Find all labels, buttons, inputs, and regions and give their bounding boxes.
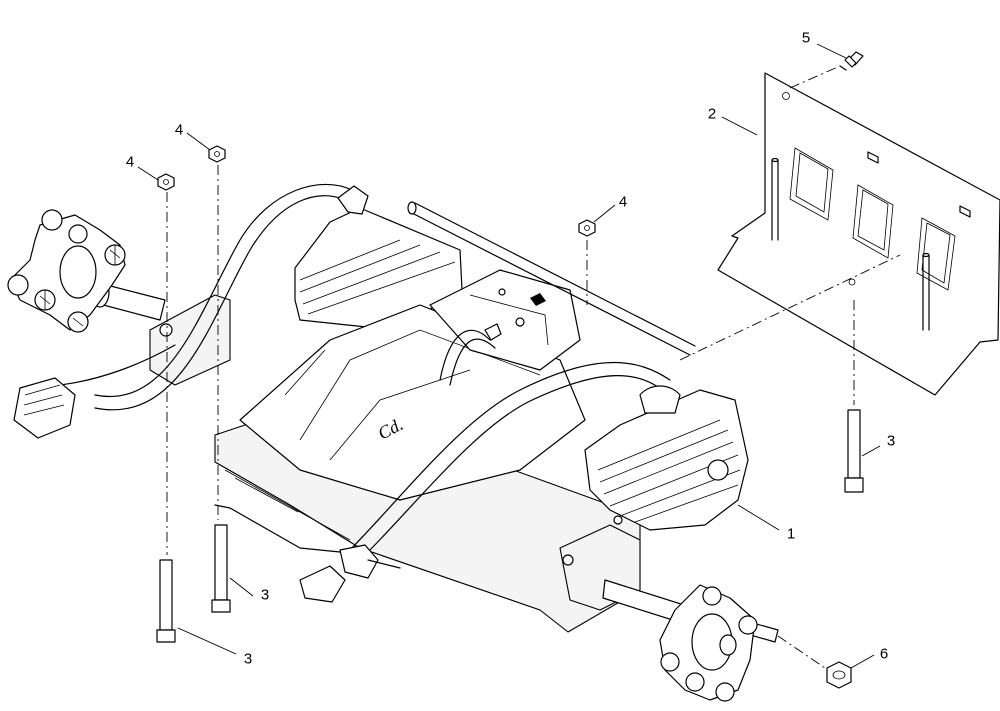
mounting-plate-part-2 [717, 72, 1000, 396]
callout-5: 5 [801, 29, 811, 47]
callout-2: 2 [707, 105, 717, 123]
nut-part-4-b [208, 145, 226, 163]
hydraulic-hoses [94, 183, 681, 566]
callout-4-left: 4 [125, 153, 135, 171]
transaxle-assembly-part-1: Cd. [149, 201, 749, 633]
bolt-part-3-right [844, 409, 864, 493]
callout-4-right: 4 [618, 193, 628, 211]
right-axle-hub [602, 579, 779, 702]
bolt-part-5 [839, 51, 864, 71]
callout-3-left: 3 [243, 650, 253, 668]
assembly-centerlines [166, 65, 901, 669]
wire-harness [13, 323, 502, 603]
callout-1: 1 [786, 525, 796, 543]
leader-lines [137, 43, 881, 669]
left-axle-hub [7, 209, 166, 333]
nut-part-4-a [157, 173, 175, 191]
bolt-part-3-middle [211, 524, 231, 613]
callout-4-middle: 4 [174, 121, 184, 139]
callout-6: 6 [879, 645, 889, 663]
callout-3-middle: 3 [260, 586, 270, 604]
callout-3-right: 3 [886, 432, 896, 450]
bolt-part-3-left [156, 559, 176, 643]
nut-part-6 [826, 661, 852, 689]
nut-part-4-c [578, 219, 596, 237]
